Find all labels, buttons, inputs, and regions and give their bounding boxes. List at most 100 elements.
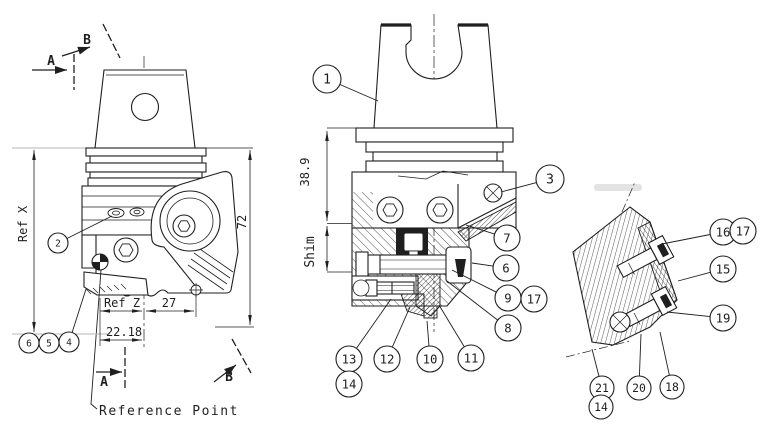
balloon-1-leader [339, 84, 379, 102]
detail-centerline-bottom [565, 340, 631, 358]
balloon-6-side: 6 [18, 332, 40, 354]
clamp-cartridge [150, 171, 239, 297]
balloon-1-number: 1 [323, 73, 331, 88]
balloon-14-detail: 14 [588, 394, 614, 420]
balloon-18-leader [659, 331, 670, 376]
clamp-wedge [400, 273, 441, 319]
balloon-10-number: 10 [423, 352, 438, 366]
section-cut-a-top [32, 54, 75, 90]
balloon-5-number: 5 [46, 338, 52, 349]
balloon-19-number: 19 [716, 311, 731, 325]
dim-38-9: 38.9 [298, 158, 312, 187]
balloon-8-leader [446, 280, 498, 321]
leader-layer [66, 84, 711, 377]
balloon-9-number: 9 [504, 291, 511, 305]
balloon-4-number: 4 [66, 337, 72, 348]
balloon-20: 20 [626, 375, 652, 401]
balloon-16: 16 [709, 218, 737, 246]
balloon-13-number: 13 [342, 352, 357, 366]
balloon-15-leader [677, 271, 711, 282]
balloon-17-detail-number: 17 [736, 224, 751, 238]
balloon-2-number: 2 [55, 238, 61, 249]
balloon-4: 4 [58, 331, 80, 353]
balloon-18-number: 18 [665, 380, 679, 394]
balloon-6-side-number: 6 [26, 338, 32, 349]
balloon-6-front-number: 6 [502, 261, 509, 275]
balloon-6-front-leader [471, 262, 494, 267]
balloon-2-leader [66, 215, 113, 239]
section-label-a-top: A [47, 54, 55, 69]
balloon-11: 11 [457, 344, 485, 372]
balloon-21-number: 21 [595, 381, 609, 395]
taper-shank-front [373, 24, 498, 129]
balloon-19-leader [666, 311, 711, 318]
balloon-14-detail-number: 14 [594, 400, 608, 414]
balloon-8: 8 [494, 314, 522, 342]
faint-watermark [594, 184, 642, 191]
balloon-12-number: 12 [380, 352, 395, 366]
dim-ref-z: Ref Z [104, 296, 140, 310]
front-dimensions [325, 127, 356, 273]
reference-point-leader [90, 269, 102, 410]
section-cut-a-bottom [96, 347, 126, 390]
detail-centerline-top [621, 181, 636, 213]
clamp-bolt [355, 246, 472, 284]
balloon-7: 7 [493, 224, 521, 252]
flange [85, 147, 207, 187]
balloon-12-leader [391, 306, 411, 348]
drive-hole [130, 92, 160, 122]
balloon-11-number: 11 [464, 351, 479, 365]
balloon-15: 15 [709, 255, 737, 283]
balloon-3: 3 [535, 164, 565, 194]
balloon-7-number: 7 [503, 231, 510, 245]
section-label-a-bottom: A [100, 375, 108, 390]
balloon-9-leader [451, 269, 497, 293]
balloon-18: 18 [659, 374, 685, 400]
section-cut-b-bottom [213, 338, 252, 383]
lower-clamp-screw [623, 285, 678, 328]
reference-point-symbol [90, 253, 109, 410]
section-label-b-bottom: B [225, 370, 233, 385]
balloon-13-leader [356, 298, 392, 349]
balloon-15-number: 15 [716, 262, 731, 276]
balloon-11-leader [438, 304, 465, 348]
balloon-20-leader [638, 333, 642, 377]
wedge-screw [396, 228, 428, 257]
section-label-b-top: B [83, 33, 91, 48]
side-view [12, 23, 254, 410]
balloon-16-leader [661, 234, 711, 245]
balloon-12: 12 [373, 345, 401, 373]
balloon-13: 13 [335, 345, 363, 373]
balloon-20-number: 20 [632, 381, 646, 395]
cap-screws [376, 196, 454, 224]
balloon-5: 5 [38, 332, 60, 354]
label-reference-point: Reference Point [99, 404, 239, 419]
balloon-21-leader [591, 348, 600, 377]
balloon-6-front: 6 [492, 254, 520, 282]
balloon-3-number: 3 [546, 173, 554, 188]
dim-27: 27 [162, 296, 176, 310]
balloon-9: 9 [494, 284, 522, 312]
balloon-17-front-number: 17 [527, 292, 542, 306]
balloon-17-front: 17 [520, 285, 548, 313]
balloon-3-leader [500, 182, 537, 193]
balloon-17-detail: 17 [729, 217, 757, 245]
balloon-8-number: 8 [504, 321, 511, 335]
balloon-19: 19 [709, 304, 737, 332]
balloon-14-front-number: 14 [342, 377, 357, 391]
flange-front [355, 127, 514, 173]
balloon-16-number: 16 [716, 225, 731, 239]
section-cut-b-top [61, 23, 121, 59]
balloon-2: 2 [47, 232, 69, 254]
balloon-1: 1 [312, 64, 342, 94]
label-shim: Shim [303, 236, 318, 267]
dim-72: 72 [235, 215, 249, 229]
upper-clamp-screw [616, 234, 675, 279]
balloon-10: 10 [416, 345, 444, 373]
dim-ref-x: Ref X [16, 205, 30, 242]
dim-22-18: 22.18 [106, 325, 142, 339]
